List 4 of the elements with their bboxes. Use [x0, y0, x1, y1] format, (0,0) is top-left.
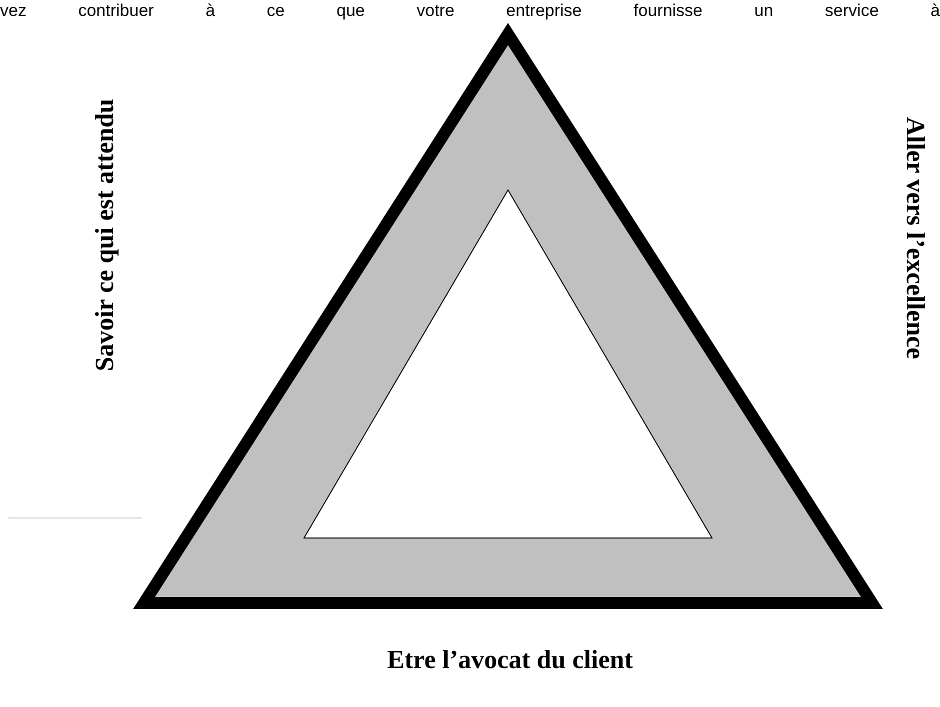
side-label: Savoir ce qui est attendu [90, 98, 120, 372]
intro-text: vez contribuer à ce que votre entreprise fournisse un service à [0, 1, 940, 20]
base-label: Etre l’avocat du client [387, 645, 633, 675]
side-label: Aller vers l’excellence [900, 116, 930, 360]
